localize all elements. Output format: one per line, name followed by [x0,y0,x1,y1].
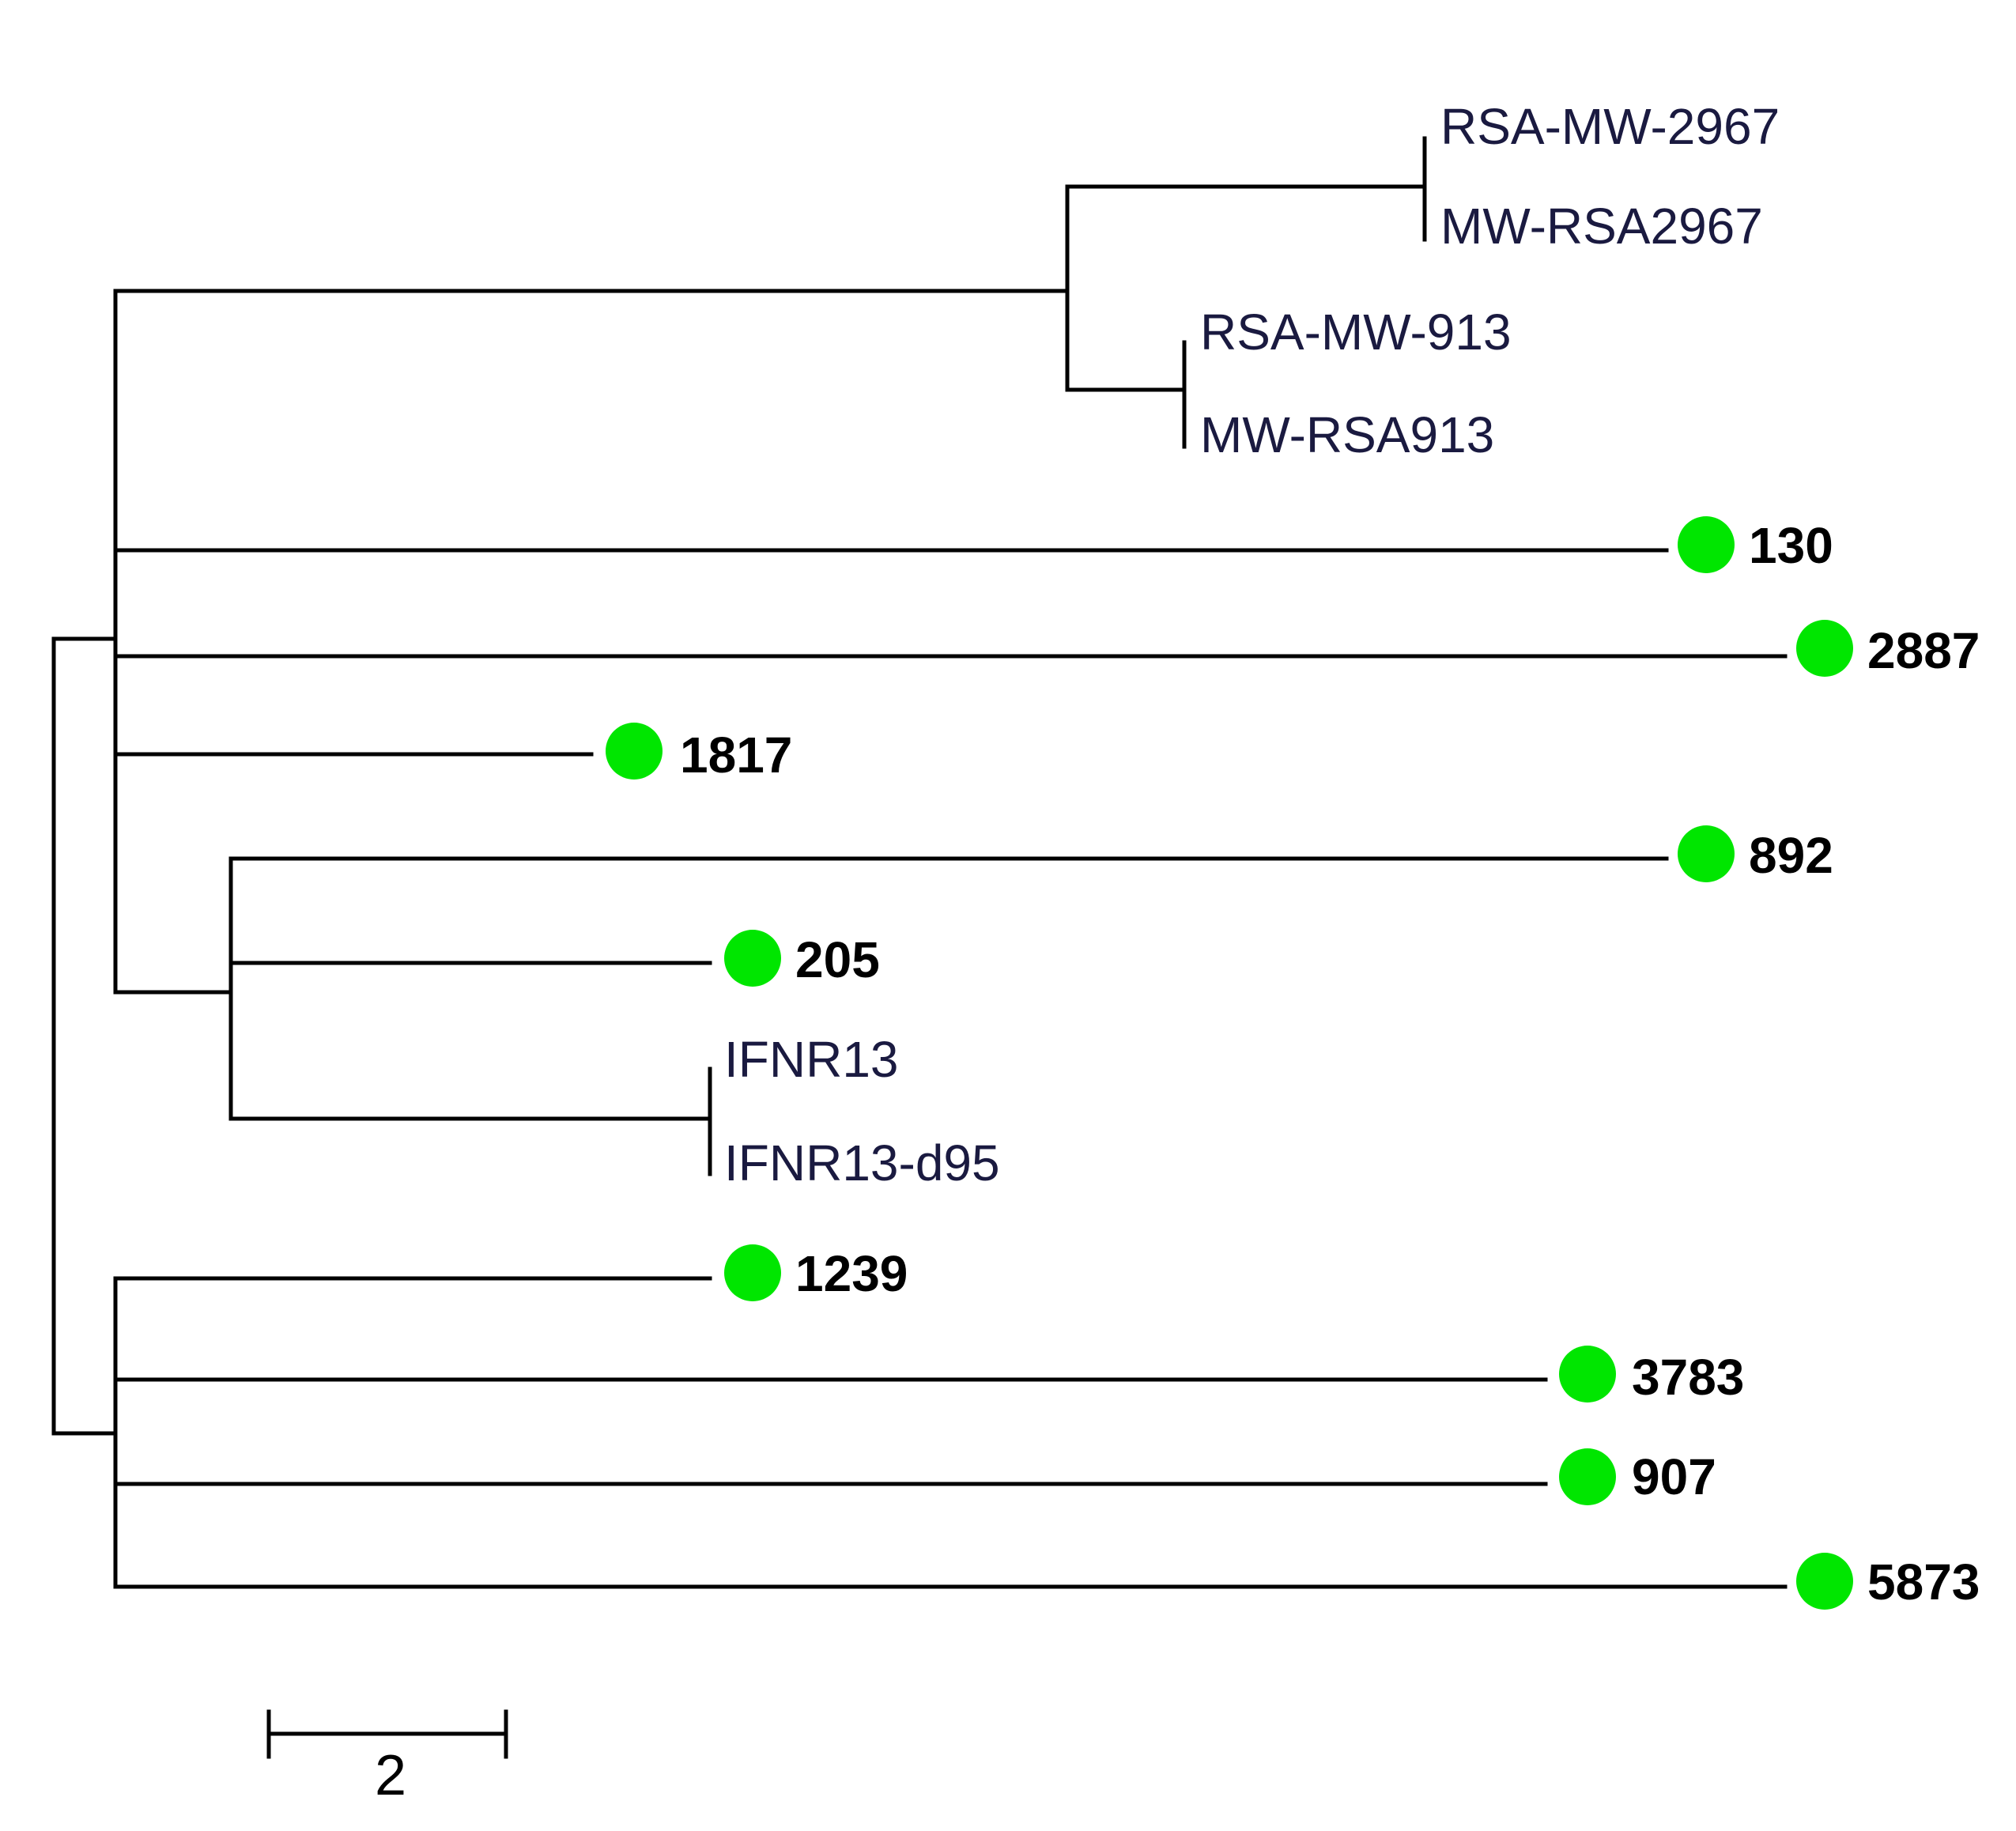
leaf-label: 1817 [680,727,792,783]
marker-3783 [1559,1346,1616,1403]
leaf-label: RSA-MW-2967 [1440,98,1780,155]
leaf-label: 205 [795,931,880,988]
leaf-label: RSA-MW-913 [1200,304,1512,361]
marker-130 [1678,516,1735,573]
leaf-label: 3783 [1632,1349,1744,1406]
leaf-label: 5873 [1867,1554,1980,1610]
leaf-label: IFNR13-d95 [724,1134,1000,1191]
leaf-label: 2887 [1867,622,1980,679]
clade-rsa-mw [113,184,1427,392]
tree-branches [51,136,1788,1589]
marker-5873 [1796,1553,1853,1610]
marker-2887 [1796,620,1853,677]
leaf-label: 130 [1749,517,1833,574]
marker-1817 [606,723,663,780]
marker-907 [1559,1448,1616,1505]
marker-1239 [724,1244,781,1301]
leaf-label: 1239 [795,1245,908,1302]
leaf-label: IFNR13 [724,1031,899,1088]
scale-bar-label: 2 [375,1744,406,1807]
clade-ifnr13 [228,1067,712,1176]
marker-892 [1678,825,1735,882]
scale-bar: 2 [266,1709,508,1807]
marker-205 [724,930,781,987]
clade-ifnr-stem [113,856,233,1121]
scale-bar-line [266,1709,508,1759]
leaf-label: MW-RSA913 [1200,406,1494,463]
leaf-labels: RSA-MW-2967 MW-RSA2967 RSA-MW-913 MW-RSA… [680,98,1980,1610]
tip-markers [606,516,1853,1610]
leaf-label: MW-RSA2967 [1440,198,1763,255]
leaf-label: 892 [1749,827,1833,884]
root-branch [51,636,118,1436]
leaf-label: 907 [1632,1448,1716,1505]
